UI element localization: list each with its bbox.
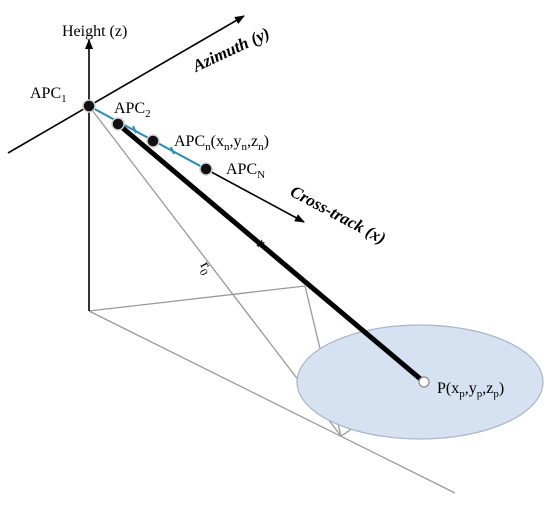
apc-2-marker (111, 117, 125, 131)
coordinate-axes (7, 15, 305, 311)
apc-markers (82, 99, 213, 176)
ground-line-origin-diagonal (88, 310, 456, 494)
height-axis-label: Height (z) (62, 23, 127, 40)
ground-line-origin-right (88, 285, 306, 312)
apc-1-marker (82, 99, 96, 113)
azimuth-axis (7, 15, 245, 154)
apc-2-label: APC2 (114, 100, 151, 120)
cross-track-axis-label: Cross-track (x) (287, 182, 389, 248)
target-point-marker (418, 376, 430, 388)
azimuth-axis-label: Azimuth (y) (189, 23, 273, 76)
apc-N-marker (199, 162, 213, 176)
apc-n-label: APCn(xn,yn,zn) (174, 133, 269, 153)
aperture-tick-2 (170, 146, 175, 155)
apc-N-label: APCN (226, 161, 265, 181)
apc-n-marker (146, 134, 160, 148)
slant-range-line (116, 122, 426, 384)
target-point-label: P(xp,yp,zp) (437, 380, 504, 400)
aperture-tick-1 (132, 125, 137, 134)
apc-1-label: APC1 (30, 85, 67, 105)
